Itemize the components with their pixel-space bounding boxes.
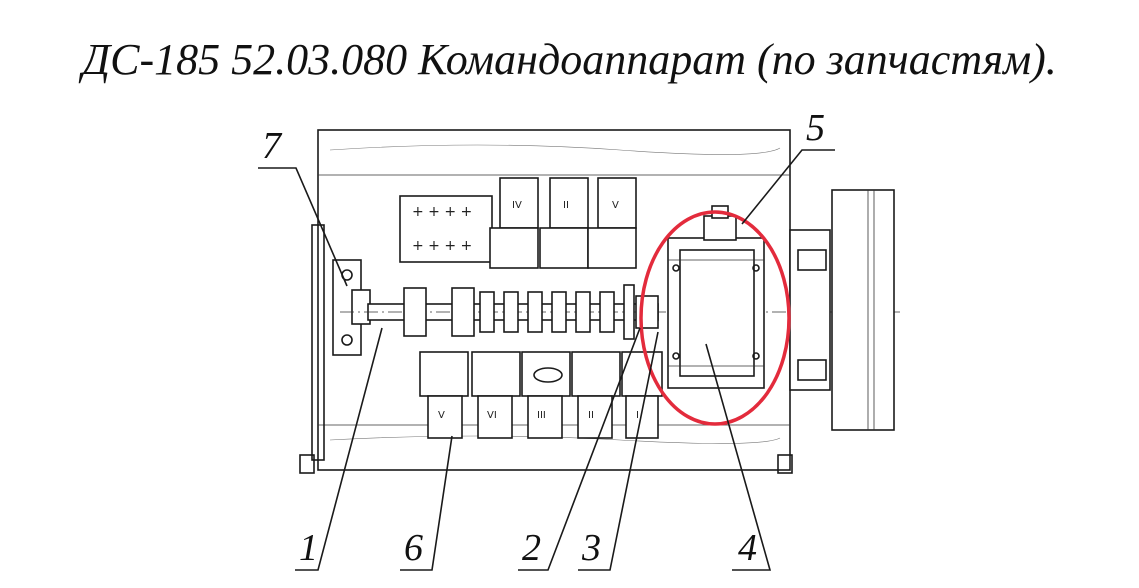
- left-plate: [311, 224, 325, 461]
- top-terminal-block: [399, 195, 493, 263]
- bottom-switch-group: V VI III II I: [419, 351, 663, 439]
- callout-number: 7: [262, 125, 283, 167]
- bottom-switch-mark: II: [588, 410, 594, 421]
- top-switch-mark: V: [612, 200, 619, 211]
- bottom-switch-mark: III: [537, 410, 546, 421]
- callout-number: 6: [404, 527, 423, 569]
- top-switch-group: IV II V: [489, 177, 637, 269]
- highlight-ellipse: [639, 210, 791, 426]
- callout-number: 3: [581, 527, 601, 569]
- flange-plate: [831, 189, 895, 431]
- svg-text:+ + + +: + + + +: [412, 238, 472, 254]
- bottom-switch-mark: VI: [487, 410, 497, 421]
- cam-stack: [403, 284, 659, 340]
- page-title: ДС-185 52.03.080 Командоаппарат (по запч…: [82, 35, 1057, 84]
- bottom-switch-mark: V: [438, 410, 445, 421]
- bottom-switch-mark: I: [636, 410, 639, 421]
- svg-text:+ + + +: + + + +: [412, 204, 472, 220]
- callout-number: 5: [806, 107, 825, 149]
- top-switch-mark: II: [563, 200, 569, 211]
- callout-number: 2: [522, 527, 541, 569]
- leader-lines: [258, 149, 835, 571]
- callout-number: 4: [738, 527, 757, 569]
- drive-unit: [667, 205, 765, 389]
- top-switch-mark: IV: [512, 200, 522, 211]
- callout-number: 1: [299, 527, 318, 569]
- right-mount: [789, 229, 831, 391]
